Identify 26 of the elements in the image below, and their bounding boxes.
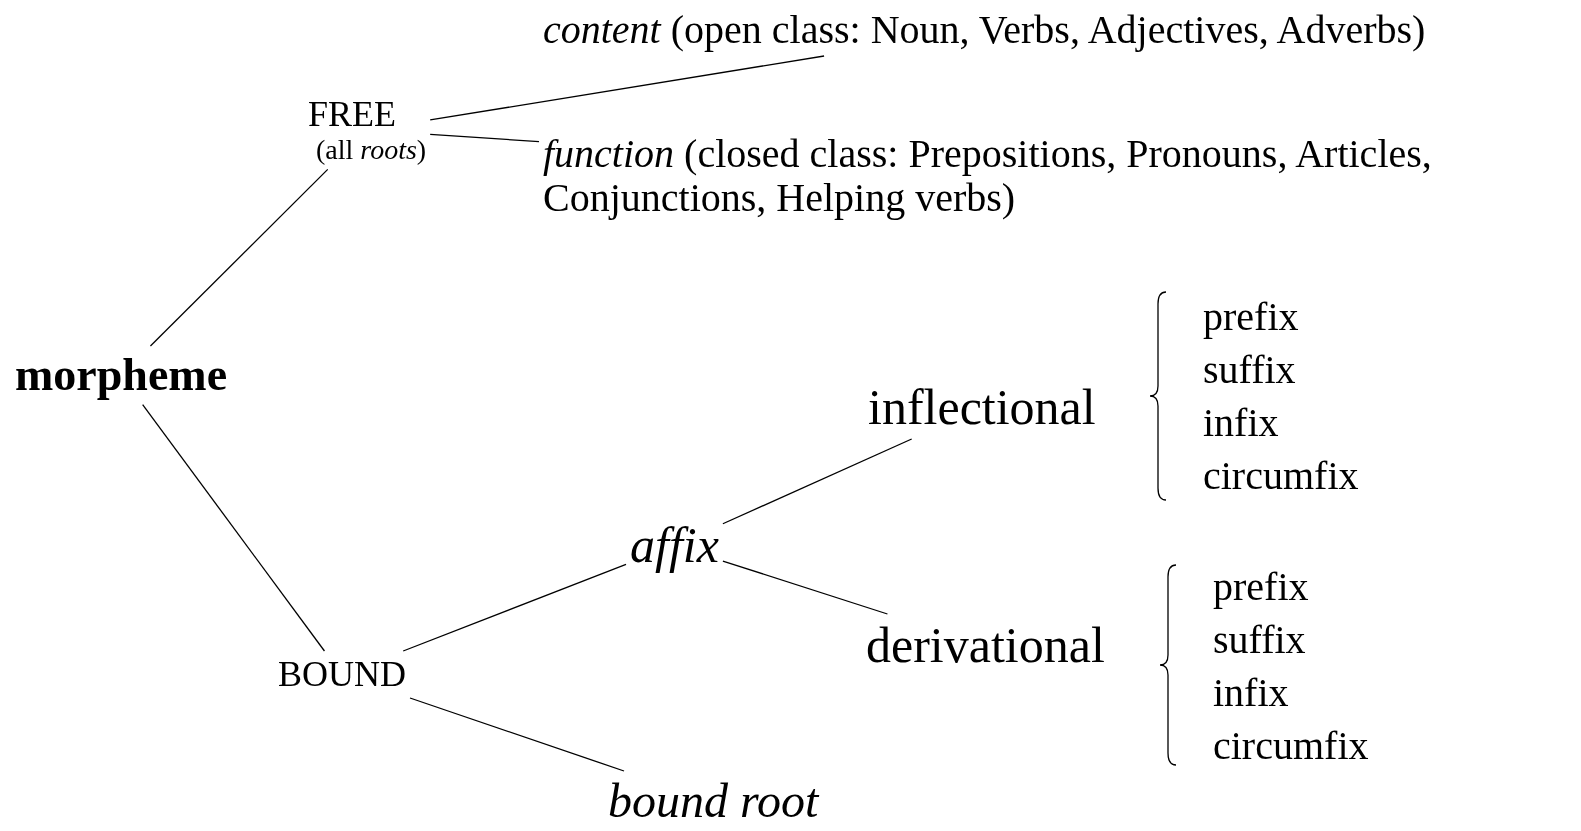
node-label: function (closed class: Prepositions, Pronouns, Articles, Conjunctions, Helping verbs)	[543, 132, 1573, 220]
node-label: inflectional	[868, 380, 1096, 435]
list-item: suffix	[1203, 348, 1296, 392]
tree-branch-line	[149, 168, 329, 347]
node-label: content (open class: Noun, Verbs, Adjectives, Adverbs)	[543, 8, 1426, 52]
node-label: morpheme	[15, 350, 228, 401]
list-item: infix	[1203, 401, 1279, 445]
tree-branch-line	[722, 560, 889, 615]
node-note: (all roots)	[316, 134, 427, 166]
list-item: circumfix	[1203, 454, 1359, 498]
tree-branch-line	[429, 133, 540, 143]
tree-branch-line	[409, 697, 625, 772]
list-item: circumfix	[1213, 724, 1369, 768]
list-item: infix	[1213, 671, 1289, 715]
list-item: prefix	[1213, 565, 1309, 609]
node-label: FREE	[308, 95, 397, 135]
tree-branch-line	[722, 438, 913, 525]
node-label: derivational	[866, 618, 1105, 673]
node-label: BOUND	[278, 655, 406, 695]
tree-branch-line	[402, 563, 627, 652]
tree-branch-line	[429, 55, 825, 121]
tree-branch-line	[142, 403, 326, 652]
list-item: suffix	[1213, 618, 1306, 662]
node-label: affix	[630, 518, 719, 573]
node-label: bound root	[608, 775, 819, 828]
list-item: prefix	[1203, 295, 1299, 339]
